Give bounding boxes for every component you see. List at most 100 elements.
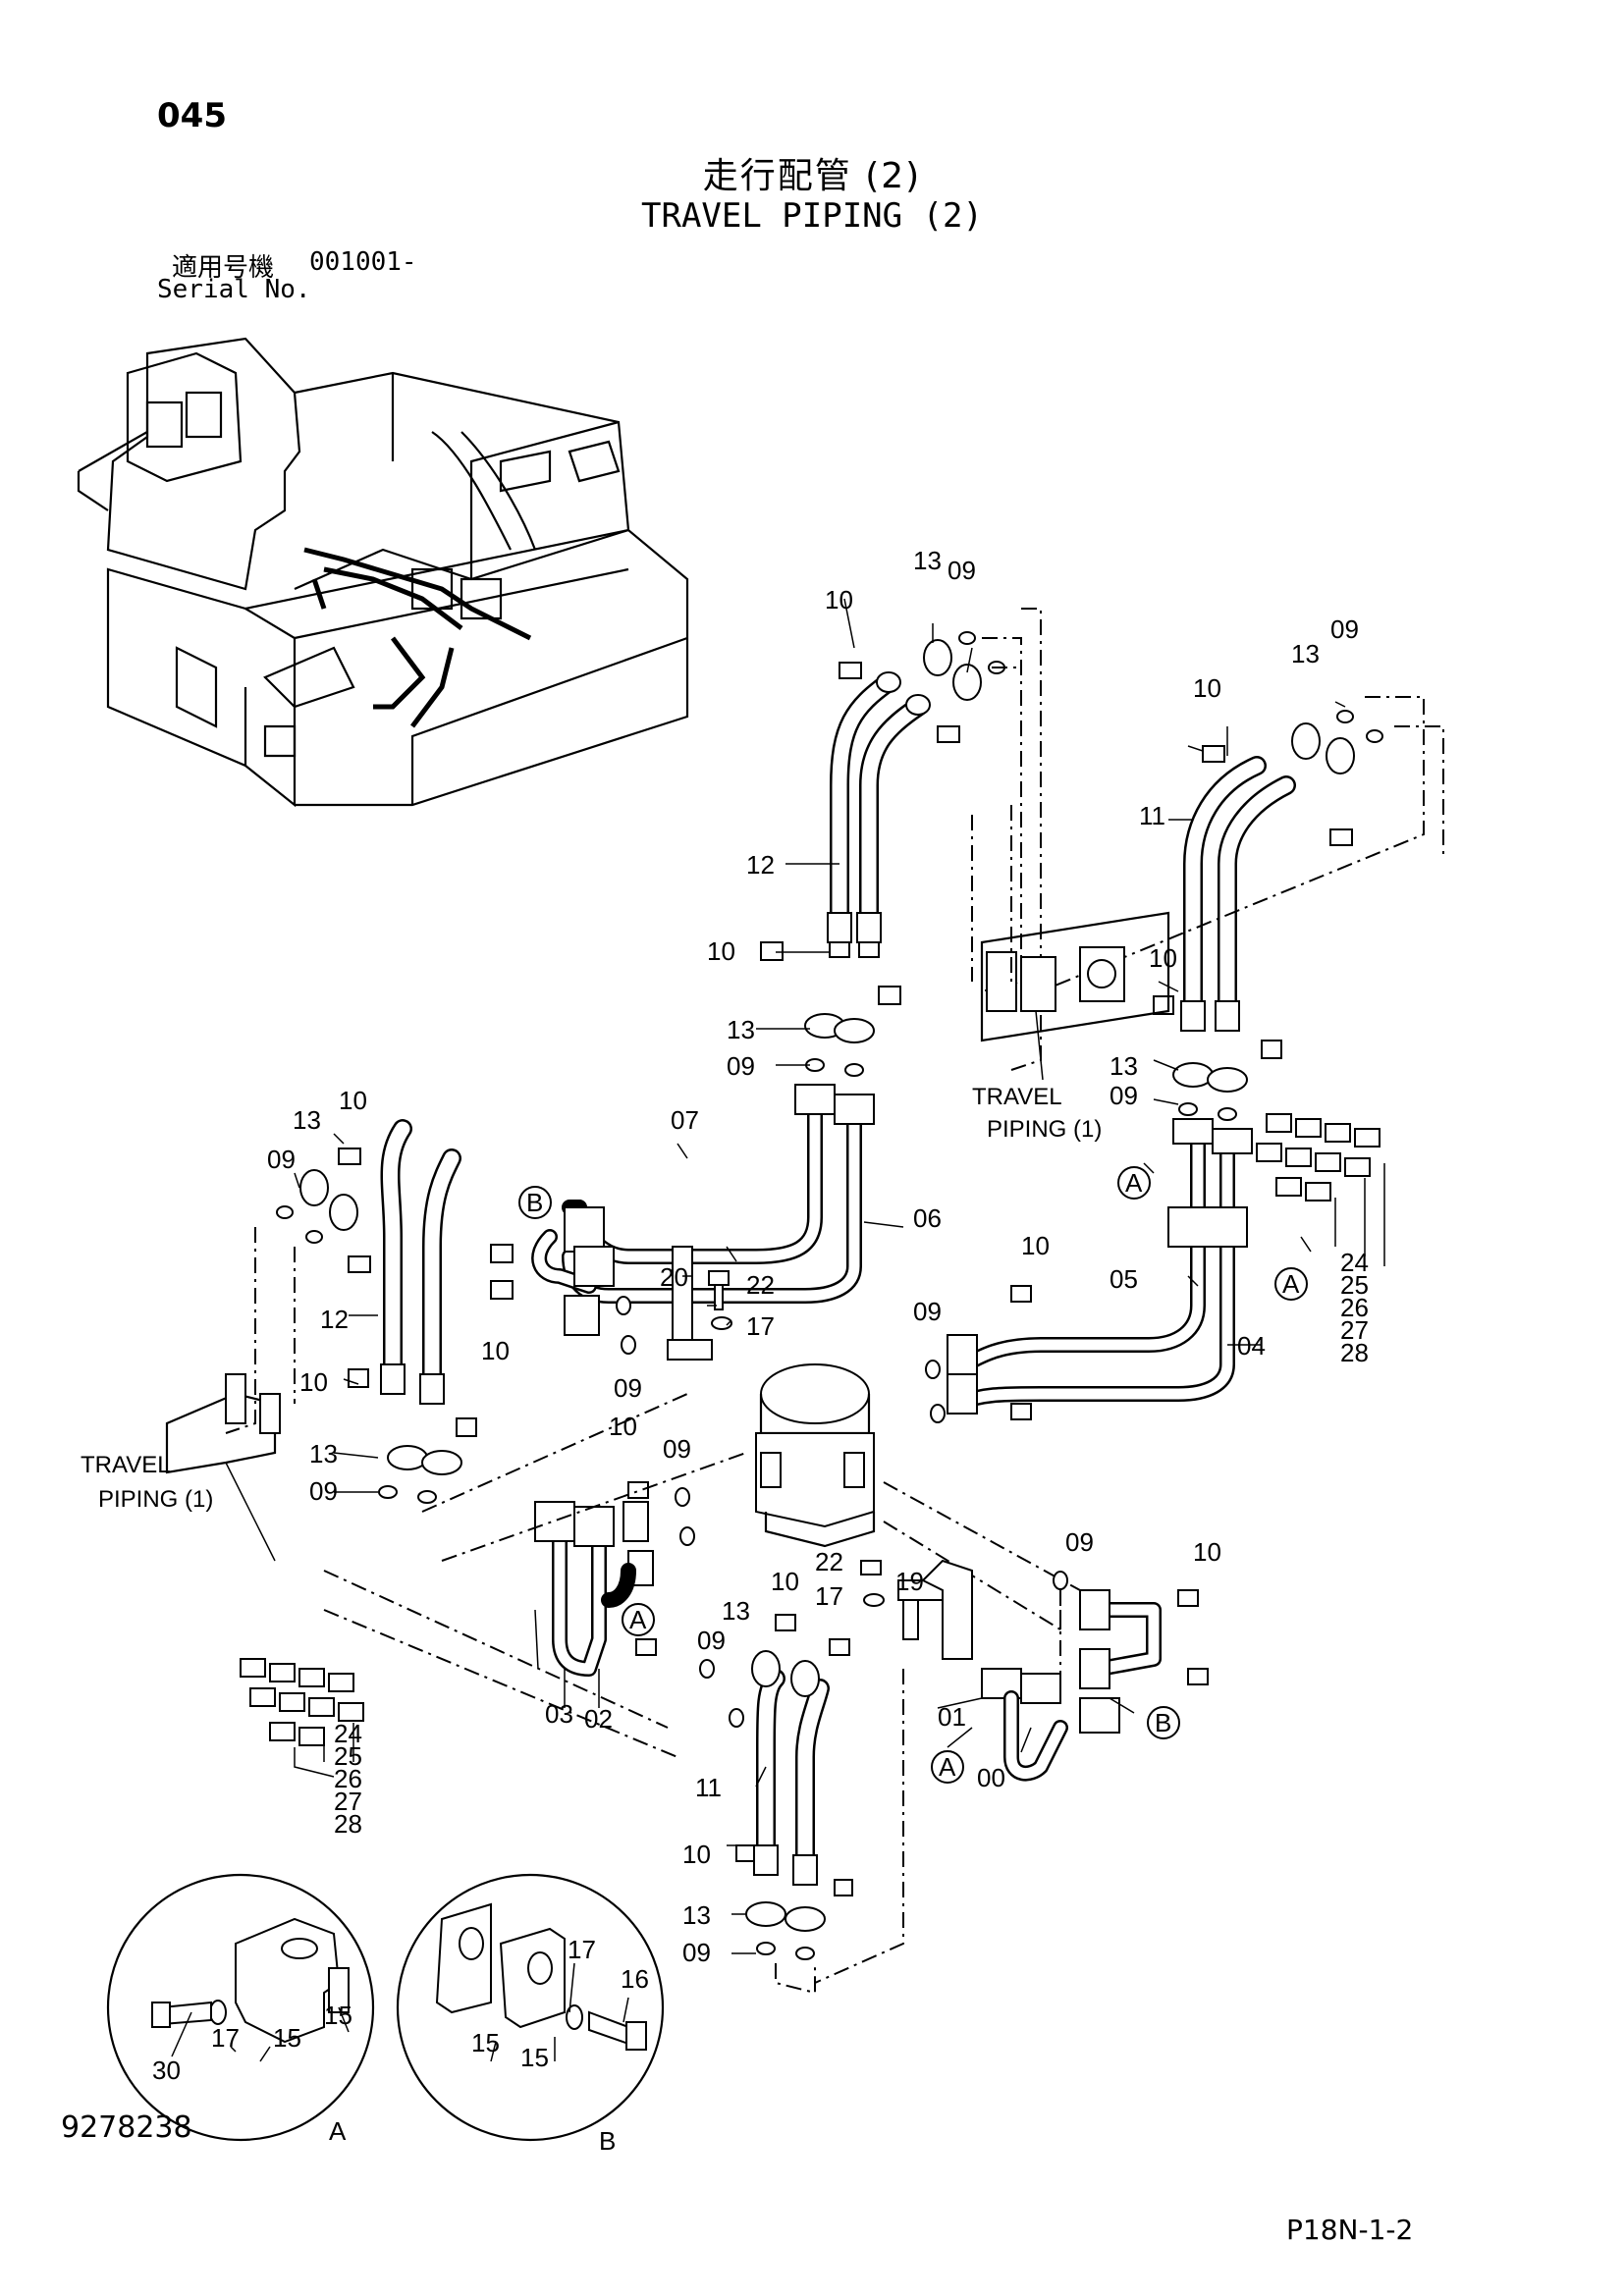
callout-09: 09 (697, 1626, 726, 1655)
callout-24: 24 (334, 1719, 362, 1748)
title-japanese: 走行配管 (2) (702, 156, 922, 196)
travel-piping-1-block (971, 805, 1170, 1081)
lower-hose-assembly (735, 1610, 1061, 1995)
detail-a (106, 1873, 375, 2142)
callout-15: 15 (520, 2043, 549, 2072)
callout-10: 10 (707, 936, 735, 966)
callout-10: 10 (825, 585, 853, 614)
detail-a-label: A (329, 2116, 347, 2146)
machine-overview (77, 337, 689, 808)
callout-26: 26 (334, 1764, 362, 1793)
callout-12: 12 (746, 850, 775, 880)
callout-09: 09 (267, 1145, 296, 1174)
svg-text:A: A (1282, 1269, 1300, 1299)
callout-13: 13 (1291, 639, 1320, 668)
serial-label-english: Serial No. (157, 275, 311, 304)
callout-28: 28 (1340, 1338, 1369, 1367)
ref-circle-b-1: B (518, 1186, 552, 1219)
callout-10: 10 (339, 1086, 367, 1115)
ref-circle-a-4: A (931, 1750, 964, 1784)
callout-09: 09 (947, 556, 976, 585)
callout-10: 10 (1149, 943, 1177, 973)
callout-30: 30 (152, 2056, 181, 2085)
piping-1-label: PIPING (1) (987, 1116, 1102, 1143)
callout-09: 09 (614, 1373, 642, 1403)
callout-10: 10 (1193, 673, 1221, 703)
callout-17: 17 (568, 1935, 596, 1964)
callout-00: 00 (977, 1763, 1005, 1792)
callout-13: 13 (722, 1596, 750, 1626)
serial-value: 001001- (309, 247, 417, 277)
detail-b-label: B (599, 2126, 616, 2156)
callout-04: 04 (1237, 1331, 1266, 1361)
callout-11: 11 (695, 1773, 722, 1802)
shim-plates-left (240, 1658, 364, 1778)
page-number: 045 (157, 96, 227, 135)
callout-10: 10 (1021, 1231, 1050, 1260)
callout-17: 17 (211, 2023, 240, 2053)
upper-hose-assembly (760, 608, 1042, 1077)
leader-lines (171, 598, 1346, 2062)
svg-text:A: A (939, 1752, 956, 1782)
callout-09: 09 (1110, 1081, 1138, 1110)
callout-10: 10 (299, 1367, 328, 1397)
ref-circle-b-2: B (1147, 1706, 1180, 1739)
callout-13: 13 (293, 1105, 321, 1135)
callout-25: 25 (334, 1741, 362, 1771)
svg-text:B: B (1155, 1708, 1171, 1737)
callout-10: 10 (1193, 1537, 1221, 1567)
callout-10: 10 (609, 1412, 637, 1441)
callout-12: 12 (320, 1305, 349, 1334)
ref-circle-a-3: A (622, 1603, 655, 1636)
callout-13: 13 (1110, 1051, 1138, 1081)
center-pipes-06-07 (490, 1084, 875, 1361)
callout-10: 10 (771, 1567, 799, 1596)
callout-24: 24 (1340, 1248, 1369, 1277)
callout-15: 15 (273, 2023, 301, 2053)
travel-label: TRAVEL (972, 1084, 1062, 1110)
callout-13: 13 (913, 546, 942, 575)
callout-09: 09 (1065, 1527, 1094, 1557)
callout-15: 15 (471, 2028, 500, 2057)
callout-01: 01 (938, 1702, 966, 1732)
travel-label-left: TRAVEL (81, 1452, 171, 1478)
svg-text:A: A (629, 1605, 647, 1634)
lower-right-fittings (860, 1559, 1209, 1782)
callout-27: 27 (1340, 1315, 1369, 1345)
callout-06: 06 (913, 1203, 942, 1233)
callout-09: 09 (913, 1297, 942, 1326)
callout-16: 16 (621, 1964, 649, 1994)
callout-07: 07 (671, 1105, 699, 1135)
callout-09: 09 (663, 1434, 691, 1464)
piping-1-label-left: PIPING (1) (98, 1486, 213, 1513)
callout-10: 10 (481, 1336, 510, 1365)
center-swivel-joint (323, 1118, 1253, 1758)
drawing-number: 9278238 (61, 2110, 192, 2145)
callout-17: 17 (815, 1581, 843, 1611)
upper-right-hose-assembly (1040, 696, 1444, 1121)
callout-25: 25 (1340, 1270, 1369, 1300)
callout-26: 26 (1340, 1293, 1369, 1322)
shim-plates-right (1256, 1113, 1385, 1266)
title-english: TRAVEL PIPING (2) (641, 196, 983, 236)
callout-28: 28 (334, 1809, 362, 1839)
callout-27: 27 (334, 1787, 362, 1816)
callout-09: 09 (1330, 614, 1359, 644)
callout-17: 17 (746, 1311, 775, 1341)
callout-11: 11 (1139, 801, 1165, 830)
callout-22: 22 (815, 1547, 843, 1576)
ref-circle-a-2: A (1274, 1267, 1308, 1301)
page-reference: P18N-1-2 (1286, 2214, 1414, 2246)
svg-text:B: B (526, 1188, 543, 1217)
callout-20: 20 (660, 1262, 688, 1292)
callout-09: 09 (682, 1938, 711, 1967)
callout-15: 15 (324, 2001, 352, 2030)
callout-13: 13 (727, 1015, 755, 1044)
callout-10: 10 (682, 1840, 711, 1869)
svg-text:A: A (1125, 1168, 1143, 1198)
detail-b (396, 1873, 665, 2142)
left-hose-assembly (165, 1119, 477, 1562)
callout-09: 09 (727, 1051, 755, 1081)
callout-13: 13 (309, 1439, 338, 1468)
